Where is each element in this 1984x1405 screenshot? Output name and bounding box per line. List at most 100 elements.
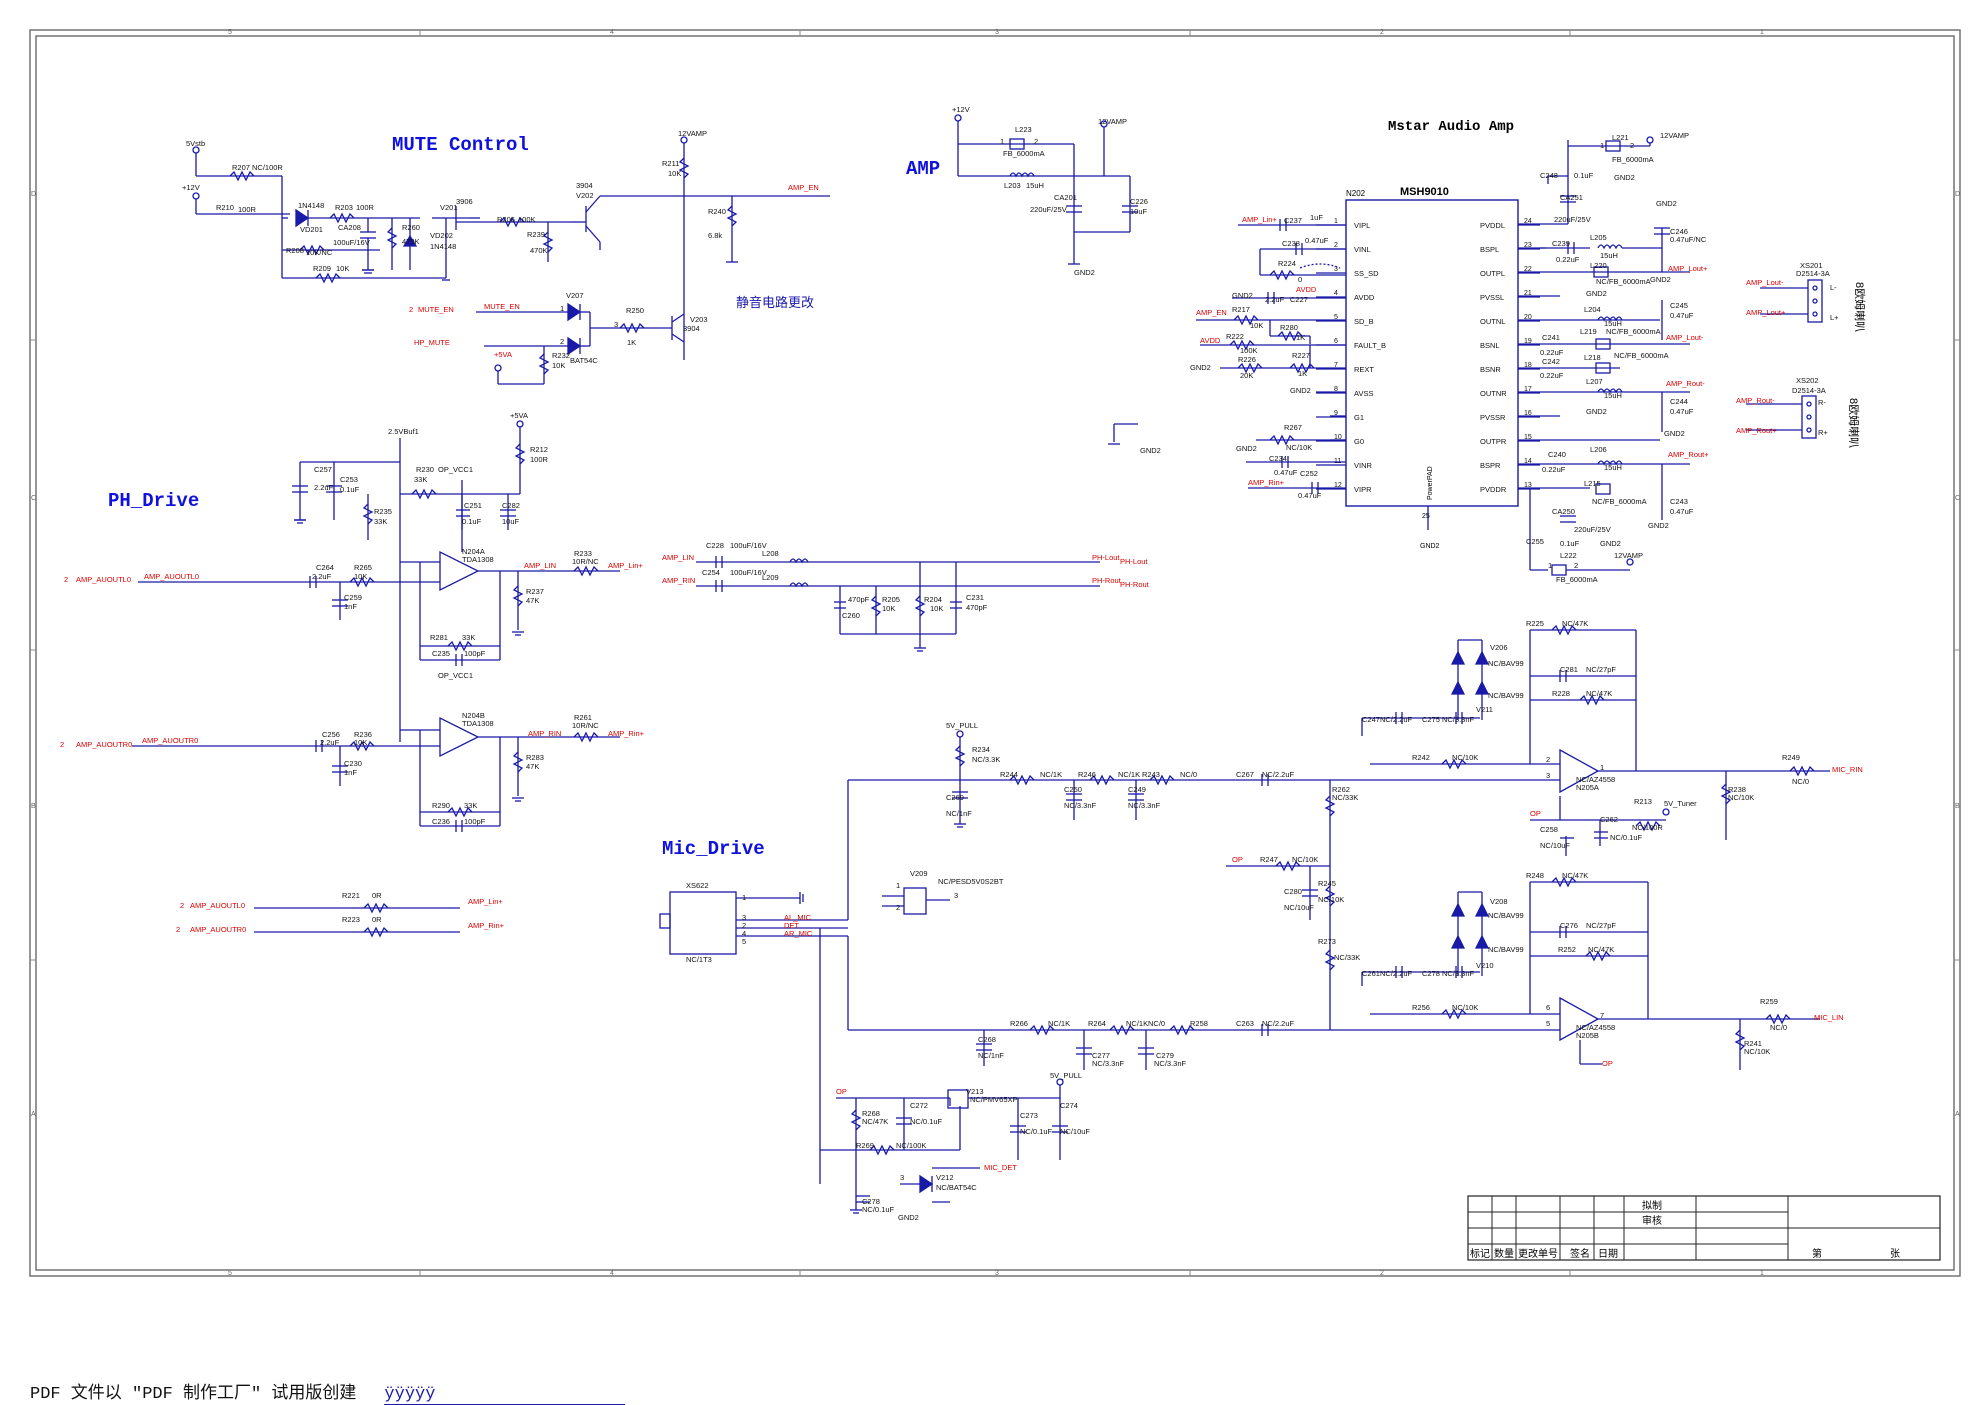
net-label: AMP_AUOUTL0 [76,575,131,584]
grid-letter: C [31,495,36,502]
component-label: OP_VCC1 [438,671,473,680]
component-label: 0.22uF [1540,371,1564,380]
component-label: 5V_PULL [946,721,978,730]
component-label: OP_VCC1 [438,465,473,474]
component-label: 3906 [456,197,473,206]
component-label: C254 [702,568,720,577]
component-label: GND2 [1586,407,1607,416]
component-label: R246 [1078,770,1096,779]
chip-pin-name: PVSSL [1480,293,1504,302]
component-label: VD201 [300,225,323,234]
component-label: NC/10K [1286,443,1312,452]
component-label: NC/10uF [1284,903,1314,912]
component-label: C276 [1560,921,1578,930]
component-label: BAT54C [570,356,598,365]
chip-pin-number: 17 [1524,386,1532,393]
component-label: V209 [910,869,928,878]
component-label: 220uF/25V [1574,525,1611,534]
net-label: 2 [409,305,413,314]
chip-pin-name: VINR [1354,461,1373,470]
component-label: FB_6000mA [1612,155,1654,164]
component-label: 100K [1240,346,1258,355]
msh9010-peripheral [1196,136,1690,576]
chip-pin-name: REXT [1354,365,1374,374]
chip-pin-name: BSNR [1480,365,1501,374]
component-label: C238 [1282,239,1300,248]
net-label: AMP_RIN [528,729,561,738]
chip-pin-name: OUTNL [1480,317,1505,326]
net-label: AMP_Rin+ [1248,478,1285,487]
chip-pin-number: 21 [1524,290,1532,297]
net-label: AVDD [1296,285,1317,294]
component-label: 33K [464,801,477,810]
component-label: C281 [1560,665,1578,674]
net-label: 2 [60,740,64,749]
chip-pin-number: 15 [1524,434,1532,441]
net-label: MIC_LIN [1814,1013,1844,1022]
component-label: NC/27pF [1586,921,1616,930]
component-label: 15uH [1604,319,1622,328]
tb-drawn: 拟制 [1642,1199,1662,1212]
net-label: AMP_Rin+ [608,729,645,738]
mic-drive-title: Mic_Drive [662,838,765,860]
component-label: 0.1uF [462,517,482,526]
component-label: L207 [1586,377,1603,386]
component-label: 47K [526,762,539,771]
component-label: NC/10K [1318,895,1344,904]
component-label: NC/10uF [1540,841,1570,850]
component-label: C258 [1540,825,1558,834]
component-label: 15uH [1604,463,1622,472]
component-label: 2.5VBuf1 [388,427,419,436]
component-label: 470pF [966,603,988,612]
tb-sheet: 第 [1812,1247,1822,1260]
component-label: 2 [1574,561,1578,570]
component-label: C269 [946,793,964,802]
component-label: 2 [742,921,746,930]
grid-num: 2 [1380,29,1384,36]
component-label: 12VAMP [678,129,707,138]
mstar-audio-amp-title: Mstar Audio Amp [1388,119,1514,135]
component-label: R266 [1010,1019,1028,1028]
net-label: 2 [64,575,68,584]
component-label: NC/BAT54C [936,1183,977,1192]
component-label: C278 [1422,969,1440,978]
component-label: 0.47uF [1274,468,1298,477]
component-label: C249 [1128,785,1146,794]
chip-pin-name: PVDDR [1480,485,1507,494]
chip-ref: N202 [1346,189,1366,198]
component-label: NC/100R [1632,823,1663,832]
grid-letter: C [1955,495,1960,502]
component-label: 2 [1630,141,1634,150]
component-label: R264 [1088,1019,1106,1028]
component-label: R205 [882,595,900,604]
component-label: GND2 [1664,429,1685,438]
grid-num: 1 [1760,29,1764,36]
component-label: GND2 [1586,289,1607,298]
component-label: R223 [342,915,360,924]
component-label: 100K [518,215,536,224]
component-label: L205 [1590,233,1607,242]
net-label: AMP_AUOUTR0 [142,736,198,745]
component-label: 5V_Tuner [1664,799,1697,808]
grid-num: 1 [1760,1270,1764,1277]
component-label: 470K [402,237,420,246]
component-label: 12VAMP [1614,551,1643,560]
component-label: C259 [344,593,362,602]
component-label: L215 [1584,479,1601,488]
tb-sign: 签名 [1570,1247,1590,1260]
net-label: AMP_Lout- [1666,333,1704,342]
component-label: N205A [1576,783,1599,792]
footer-link[interactable]: ÿÿÿÿÿ [384,1385,626,1405]
component-label: V212 [936,1173,954,1182]
component-label: V208 [1490,897,1508,906]
component-label: D2514-3A [1796,269,1830,278]
component-label: 0.1uF [1574,171,1594,180]
component-label: 10K [668,169,681,178]
component-label: D2514-3A [1792,386,1826,395]
component-label: 3904 [683,324,700,333]
component-label: 10R/NC [572,721,599,730]
component-label: C274 [1060,1101,1078,1110]
component-label: C236 [432,817,450,826]
component-label: 100R [356,203,375,212]
